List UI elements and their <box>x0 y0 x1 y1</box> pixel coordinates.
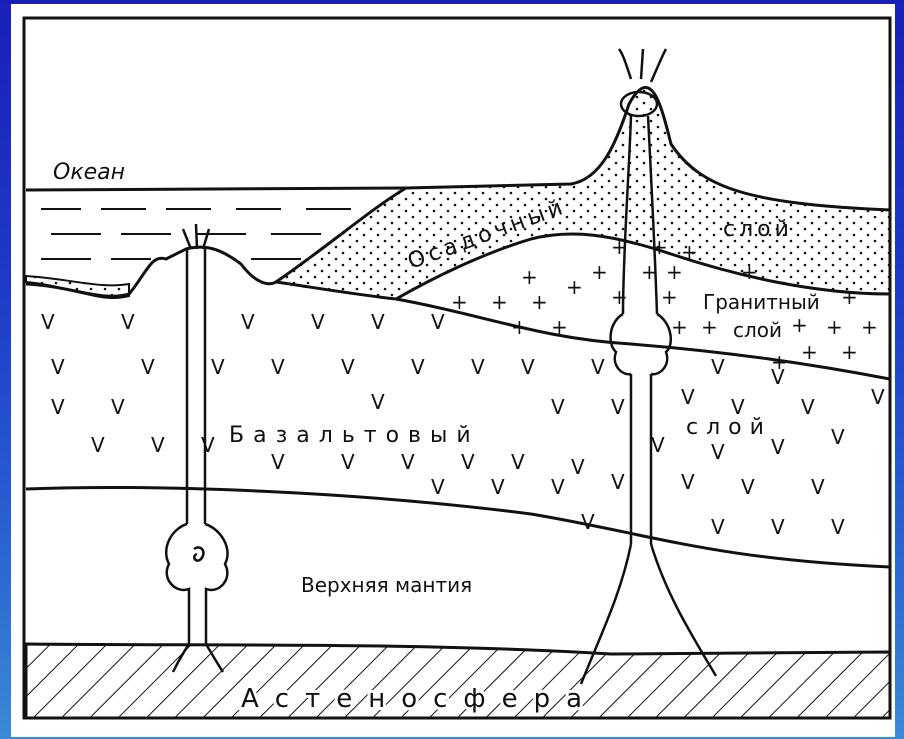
basalt-v-symbol: V <box>831 515 845 539</box>
basalt-v-symbol: V <box>611 470 625 494</box>
label-asthenosphere: Астеносфера <box>241 684 598 714</box>
basalt-v-symbol: V <box>341 355 355 379</box>
ocean-surface-line <box>26 188 406 190</box>
basalt-v-symbol: V <box>831 425 845 449</box>
basalt-v-symbol: V <box>141 355 155 379</box>
basalt-v-symbol: V <box>111 395 125 419</box>
label-sedimentary-2: слой <box>723 217 793 242</box>
basalt-v-symbol: V <box>771 515 785 539</box>
granite-plus-symbol: + <box>491 290 508 314</box>
granite-plus-symbol: + <box>701 315 718 339</box>
basalt-v-symbol: V <box>511 450 525 474</box>
basalt-v-symbol: V <box>551 395 565 419</box>
granite-plus-symbol: + <box>861 315 878 339</box>
granite-plus-symbol: + <box>661 285 678 309</box>
basalt-v-symbol: V <box>771 435 785 459</box>
label-basalt-1: Базальтовый <box>229 423 480 448</box>
label-granite-2: слой <box>733 318 782 342</box>
basalt-v-symbol: V <box>461 450 475 474</box>
granite-plus-symbol: + <box>651 235 668 259</box>
granite-plus-symbol: + <box>611 285 628 309</box>
basalt-v-symbol: V <box>431 310 445 334</box>
basalt-layer-boundary <box>26 488 890 567</box>
basalt-v-symbol: V <box>491 475 505 499</box>
basalt-v-symbol: V <box>371 310 385 334</box>
basalt-v-symbol: V <box>121 310 135 334</box>
basalt-v-symbol: V <box>571 455 585 479</box>
ocean-floor-line <box>26 247 276 296</box>
sedimentary-layer <box>276 87 890 299</box>
basalt-v-symbol: V <box>611 395 625 419</box>
basalt-v-symbol: V <box>711 515 725 539</box>
basalt-v-symbol: V <box>871 385 885 409</box>
basalt-v-symbol: V <box>711 355 725 379</box>
label-basalt-2: слой <box>686 415 772 440</box>
granite-plus-symbol: + <box>566 275 583 299</box>
granite-plus-symbol: + <box>841 340 858 364</box>
granite-plus-symbol: + <box>841 285 858 309</box>
basalt-v-symbol: V <box>311 310 325 334</box>
basalt-v-symbol: V <box>431 475 445 499</box>
basalt-v-symbol: V <box>211 355 225 379</box>
granite-plus-symbol: + <box>771 350 788 374</box>
granite-plus-symbol: + <box>611 235 628 259</box>
basalt-v-symbol: V <box>651 433 665 457</box>
granite-plus-symbol: + <box>551 315 568 339</box>
basalt-v-symbol: V <box>681 470 695 494</box>
granite-plus-symbol: + <box>521 265 538 289</box>
basalt-v-symbol: V <box>591 355 605 379</box>
basalt-v-symbol: V <box>801 395 815 419</box>
basalt-v-symbol: V <box>271 355 285 379</box>
basalt-v-symbol: V <box>471 355 485 379</box>
basalt-v-symbol: V <box>681 385 695 409</box>
basalt-v-symbol: V <box>711 440 725 464</box>
basalt-v-symbol: V <box>91 433 105 457</box>
basalt-v-symbol: V <box>521 355 535 379</box>
granite-plus-symbol: + <box>511 315 528 339</box>
granite-plus-symbol: + <box>591 260 608 284</box>
basalt-v-symbol: V <box>581 510 595 534</box>
basalt-v-symbol: V <box>741 475 755 499</box>
basalt-v-symbol: V <box>51 355 65 379</box>
basalt-v-symbol: V <box>401 450 415 474</box>
granite-plus-symbol: + <box>791 313 808 337</box>
granite-plus-symbol: + <box>671 315 688 339</box>
basalt-v-symbol: V <box>811 475 825 499</box>
basalt-v-symbol: V <box>271 450 285 474</box>
basalt-v-symbol: V <box>341 450 355 474</box>
label-ocean: Океан <box>53 160 125 185</box>
basalt-v-symbol: V <box>201 433 215 457</box>
basalt-v-symbol: V <box>151 433 165 457</box>
label-upper-mantle: Верхняя мантия <box>301 573 472 597</box>
granite-plus-symbol: + <box>451 290 468 314</box>
granite-plus-symbol: + <box>666 260 683 284</box>
basalt-v-symbol: V <box>51 395 65 419</box>
granite-plus-symbol: + <box>681 240 698 264</box>
granite-plus-symbol: + <box>531 290 548 314</box>
granite-plus-symbol: + <box>641 260 658 284</box>
basalt-v-symbol: V <box>371 390 385 414</box>
granite-plus-symbol: + <box>741 260 758 284</box>
basalt-v-symbol: V <box>241 310 255 334</box>
basalt-v-symbol: V <box>551 475 565 499</box>
basalt-v-symbol: V <box>41 310 55 334</box>
basalt-v-symbol: V <box>411 355 425 379</box>
left-volcano-conduit <box>166 224 227 672</box>
granite-plus-symbol: + <box>801 340 818 364</box>
label-granite-1: Гранитный <box>703 290 820 314</box>
granite-plus-symbol: + <box>826 315 843 339</box>
